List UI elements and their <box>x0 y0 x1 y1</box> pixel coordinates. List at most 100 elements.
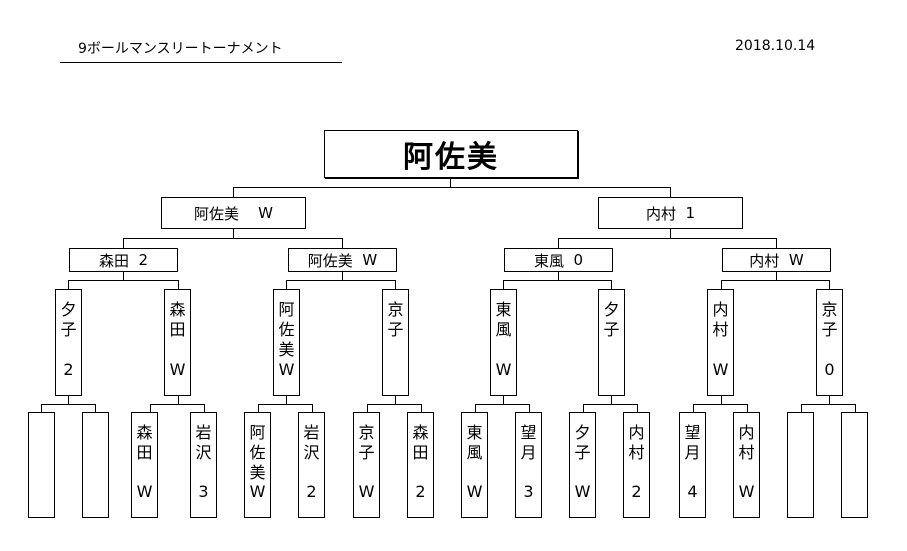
match-result: 3 <box>523 482 534 501</box>
quarterfinal-box: 東風 0 <box>504 248 613 272</box>
player-name: 阿佐美 <box>194 204 240 223</box>
match-result: W <box>466 482 483 501</box>
round1-box: 夕子 W <box>569 412 596 518</box>
player-name-char: 子 <box>821 320 838 339</box>
player-name-char: 田 <box>136 443 153 462</box>
player-name: 阿佐美 <box>249 423 265 483</box>
player-name: 望月 <box>520 423 536 463</box>
player-name: 内村 <box>645 204 676 223</box>
player-name-char: 森 <box>412 423 429 442</box>
player-name-char: 子 <box>358 443 375 462</box>
player-name: 内村 <box>712 300 728 340</box>
match-result: W <box>574 482 591 501</box>
player-name: 森田 <box>412 423 428 463</box>
player-name: 夕子 <box>60 300 76 340</box>
player-name-char: 佐 <box>249 443 266 462</box>
player-name-char: 望 <box>520 423 537 442</box>
player-name-char: 京 <box>821 300 838 319</box>
player-name-char: 望 <box>684 423 701 442</box>
match-result: 2 <box>63 360 74 379</box>
player-name-char: 岩 <box>195 423 212 442</box>
player-name: 京子 <box>358 423 374 463</box>
round1-box <box>28 412 55 518</box>
quarterfinal-box: 阿佐美 W <box>288 248 397 272</box>
player-name-char: 月 <box>520 443 537 462</box>
match-result: W <box>249 482 266 501</box>
round1-box: 岩沢 3 <box>190 412 217 518</box>
match-result: W <box>712 360 729 379</box>
round2-box: 京子 <box>382 289 409 396</box>
player-name-char: 村 <box>738 443 755 462</box>
player-name: 森田 <box>169 300 185 340</box>
player-name-char: 東 <box>495 300 512 319</box>
match-result: 2 <box>138 251 149 269</box>
player-name-char: 夕 <box>574 423 591 442</box>
match-result: 0 <box>573 251 584 269</box>
player-name: 岩沢 <box>195 423 211 463</box>
round2-box: 夕子 2 <box>55 289 82 396</box>
player-name-char: 東 <box>466 423 483 442</box>
round1-box: 望月 4 <box>679 412 706 518</box>
round1-box: 京子 W <box>353 412 380 518</box>
match-result: W <box>788 251 804 269</box>
player-name-char: 村 <box>628 443 645 462</box>
player-name: 内村 <box>738 423 754 463</box>
player-name: 森田 <box>98 251 129 270</box>
round1-box: 森田 W <box>131 412 158 518</box>
round2-box: 内村 W <box>707 289 734 396</box>
round1-box <box>82 412 109 518</box>
player-name-char: 田 <box>412 443 429 462</box>
player-name: 東風 <box>466 423 482 463</box>
player-name-char: 美 <box>249 463 266 482</box>
player-name-char: 阿 <box>278 300 295 319</box>
semifinal-box: 内村 1 <box>598 197 743 229</box>
match-result: W <box>169 360 186 379</box>
player-name: 京子 <box>821 300 837 340</box>
match-result: 3 <box>198 482 209 501</box>
match-result: 1 <box>685 204 696 222</box>
match-result: 4 <box>687 482 698 501</box>
player-name: 夕子 <box>574 423 590 463</box>
player-name-char: 岩 <box>303 423 320 442</box>
player-name-char: 沢 <box>303 443 320 462</box>
player-name-char: 月 <box>684 443 701 462</box>
player-name: 夕子 <box>603 300 619 340</box>
semifinal-box: 阿佐美 W <box>161 197 306 229</box>
match-result: W <box>278 360 295 379</box>
player-name: 森田 <box>136 423 152 463</box>
player-name: 京子 <box>387 300 403 340</box>
round1-box: 東風 W <box>461 412 488 518</box>
match-result: W <box>495 360 512 379</box>
player-name: 望月 <box>684 423 700 463</box>
round2-box: 夕子 <box>598 289 625 396</box>
title-underline <box>60 62 342 63</box>
match-result: W <box>358 482 375 501</box>
round1-box <box>787 412 814 518</box>
player-name: 阿佐美 <box>307 251 353 270</box>
player-name-char: 森 <box>169 300 186 319</box>
player-name-char: 夕 <box>60 300 77 319</box>
player-name-char: 内 <box>712 300 729 319</box>
champion-name: 阿佐美 <box>403 140 499 175</box>
round1-box <box>841 412 868 518</box>
player-name-char: 風 <box>466 443 483 462</box>
match-result: W <box>362 251 378 269</box>
player-name: 岩沢 <box>303 423 319 463</box>
round1-box: 望月 3 <box>515 412 542 518</box>
match-result: W <box>258 204 273 222</box>
player-name-char: 子 <box>387 320 404 339</box>
round2-box: 東風 W <box>490 289 517 396</box>
round2-box: 森田 W <box>164 289 191 396</box>
player-name-char: 風 <box>495 320 512 339</box>
player-name-char: 阿 <box>249 423 266 442</box>
player-name-char: 夕 <box>603 300 620 319</box>
match-result: 2 <box>415 482 426 501</box>
player-name-char: 子 <box>603 320 620 339</box>
match-result: W <box>136 482 153 501</box>
round1-box: 森田 2 <box>407 412 434 518</box>
